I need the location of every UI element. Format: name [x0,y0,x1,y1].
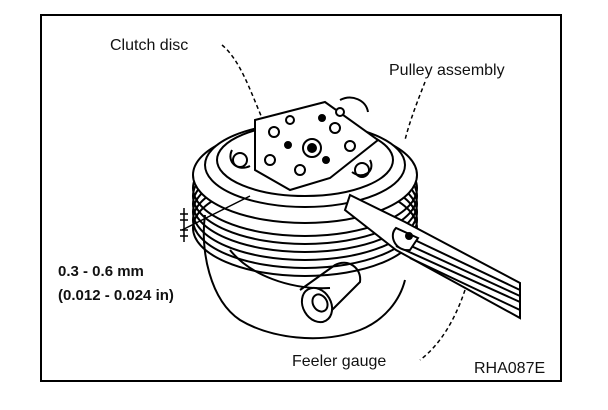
figure-frame [40,14,562,382]
feeler-gauge-leader [419,289,466,361]
pulley-assembly-label: Pulley assembly [389,62,505,79]
clutch-disc-leader [221,44,263,119]
clutch-disc [254,100,380,192]
clearance-in-label: (0.012 - 0.024 in) [58,287,174,304]
feeler-gauge-label: Feeler gauge [292,353,386,370]
mounting-boss [299,261,362,324]
pulley-face-details [229,96,373,178]
pulley-assembly-leader [404,81,426,141]
clearance-mm-label: 0.3 - 0.6 mm [58,263,144,280]
clearance-indicator [180,195,251,242]
feeler-gauge [343,193,521,320]
clutch-disc-label: Clutch disc [110,37,188,54]
figure-code: RHA087E [474,360,545,377]
